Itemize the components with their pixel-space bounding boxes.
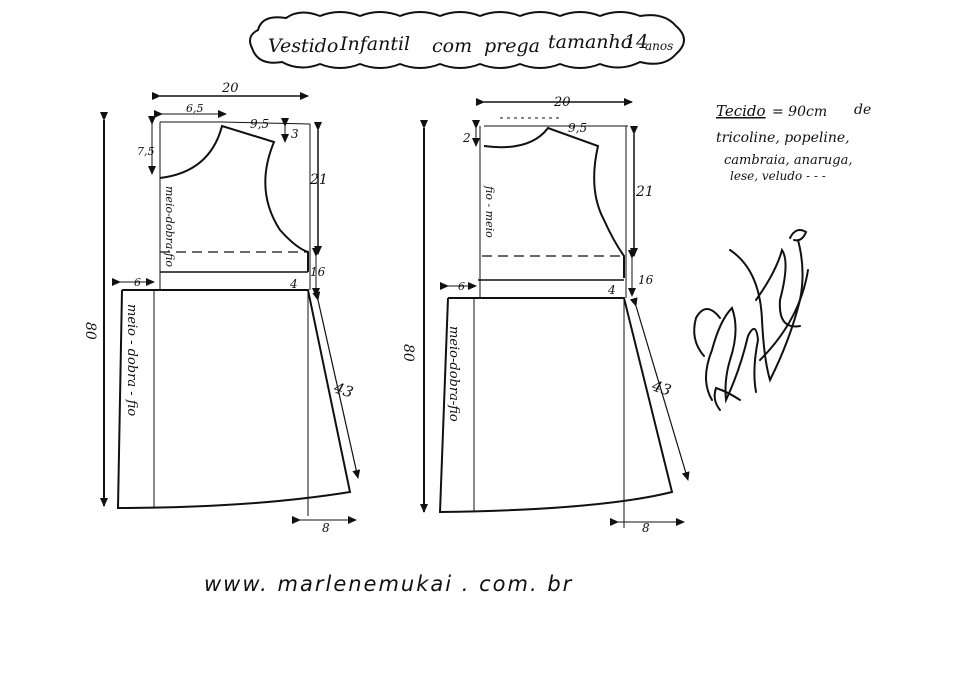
right-label-bodice-fold: fio - meio xyxy=(483,185,496,238)
fabric-label: Tecido xyxy=(716,102,766,120)
right-label-shoulder: 9,5 xyxy=(568,121,587,135)
right-label-pleat-offset: 4 xyxy=(607,283,616,297)
right-label-fold-offset: 6 xyxy=(458,280,465,293)
pattern-right xyxy=(420,98,690,528)
title-word-5: tamanho xyxy=(548,31,632,53)
fabric-line-4: lese, veludo - - - xyxy=(730,169,826,183)
left-bodice-top-line-2 xyxy=(221,121,311,125)
title-word-3: com xyxy=(432,35,472,57)
right-label-neck-depth: 2 xyxy=(462,131,471,145)
website-url: www. marlenemukai . com. br xyxy=(204,572,574,596)
left-arrow-side-seam xyxy=(312,291,361,479)
title-word-2: Infantil xyxy=(339,33,410,55)
title-cloud: Vestido Infantil com prega tamanho 14 an… xyxy=(249,11,685,69)
pattern-left xyxy=(100,92,361,524)
left-label-skirt-fold: meio - dobra - fio xyxy=(124,304,139,416)
left-label-fold-offset: 6 xyxy=(134,276,141,289)
left-label-hem-flare: 8 xyxy=(322,521,330,535)
title-word-4: prega xyxy=(484,35,540,57)
right-label-total-length: 80 xyxy=(400,344,416,362)
left-label-neck-depth: 7,5 xyxy=(137,145,155,158)
right-skirt-outline xyxy=(438,297,674,514)
left-skirt-outline xyxy=(116,289,352,510)
signature xyxy=(693,229,809,411)
right-arrow-side-seam xyxy=(629,297,690,481)
right-label-top-width: 20 xyxy=(553,95,571,110)
title-word-1: Vestido xyxy=(268,35,338,57)
left-label-bodice-fold: meio-dobra-fio xyxy=(163,186,176,267)
left-label-neck-width: 6,5 xyxy=(186,102,204,115)
right-bodice-outline xyxy=(483,126,625,278)
pattern-right-labels: 20 2 9,5 21 16 4 6 80 43 8 fio - meio me… xyxy=(400,95,674,535)
left-bodice-outline xyxy=(159,124,309,272)
fabric-line-3: cambraia, anaruga, xyxy=(724,153,852,168)
left-label-pleat-offset: 4 xyxy=(289,277,298,291)
right-label-hem-flare: 8 xyxy=(642,521,650,535)
fabric-amount: = 90cm xyxy=(772,104,827,120)
title-cloud-outline xyxy=(249,11,685,69)
right-label-skirt-fold: meio-dobra-fio xyxy=(446,326,461,422)
fabric-note: Tecido = 90cm de tricoline, popeline, ca… xyxy=(716,102,871,183)
right-label-armhole: 21 xyxy=(635,184,654,200)
left-label-armhole: 21 xyxy=(309,172,328,188)
right-label-waist-band: 16 xyxy=(638,273,654,287)
left-label-top-width: 20 xyxy=(221,81,239,96)
right-label-side-seam: 43 xyxy=(649,376,674,399)
pattern-left-labels: 20 6,5 9,5 3 7,5 21 16 4 6 80 43 8 meio-… xyxy=(82,81,356,535)
fabric-line-2: tricoline, popeline, xyxy=(716,130,850,146)
title-size: 14 xyxy=(624,31,648,53)
title-size-unit: anos xyxy=(645,39,673,53)
fabric-de: de xyxy=(854,102,871,118)
left-label-total-length: 80 xyxy=(82,322,98,340)
left-label-shoulder-drop: 3 xyxy=(291,127,299,141)
left-label-waist-band: 16 xyxy=(310,265,326,279)
left-label-shoulder: 9,5 xyxy=(250,117,269,131)
left-label-side-seam: 43 xyxy=(331,378,356,401)
